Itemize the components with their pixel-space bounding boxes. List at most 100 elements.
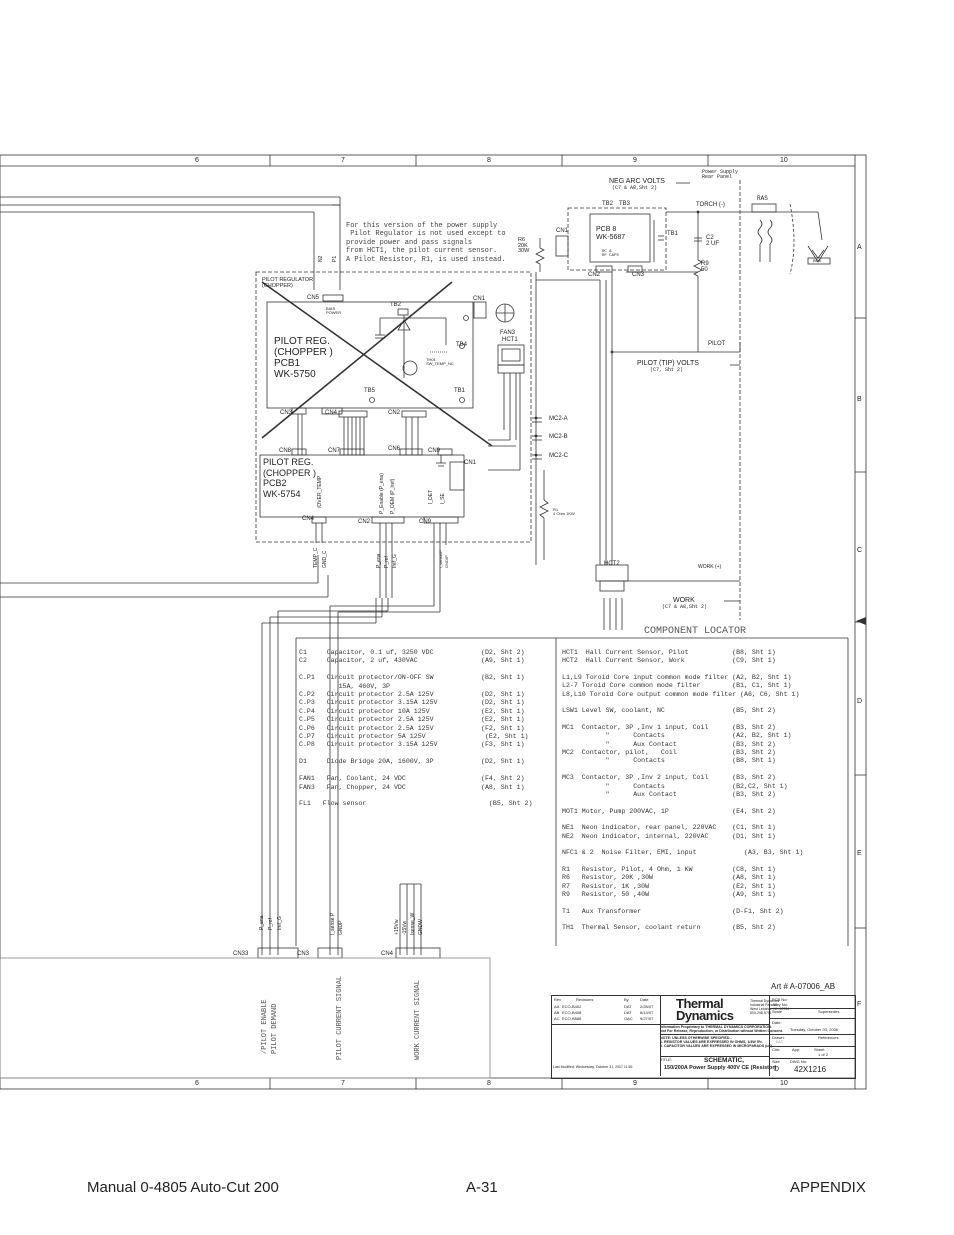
- p-ref-label-upper: P_ref: [384, 556, 390, 568]
- power-supply-rear-panel-label: Power Supply Rear Panel: [702, 169, 739, 180]
- supersedes-label: Supersedes: [818, 1009, 840, 1014]
- connector-cn5: CN5: [307, 295, 320, 301]
- connector-cn2: CN2: [388, 410, 401, 416]
- connector-cn1: CN1: [473, 296, 486, 302]
- work-current-signal-label: WORK CURRENT SIGNAL: [414, 980, 422, 1060]
- component-locator-right-column: HCT1 Hall Current Sensor, Pilot (B8, Sht…: [562, 649, 804, 932]
- size-label: Size: [772, 1059, 780, 1064]
- torch-label: TORCH (-): [696, 202, 725, 208]
- pilot-enable-signal-label: /PILOT ENABLE: [261, 999, 269, 1054]
- logo-line-2: Dynamics: [676, 1008, 734, 1023]
- mc2-c-label: MC2-C: [549, 453, 568, 459]
- assy-no-label: Assy No:: [772, 1002, 789, 1007]
- connector-cn1-pcb2: CN1: [464, 460, 477, 466]
- hct1-label: HCT1: [502, 337, 518, 343]
- r1-label: R1 4 Ohm 1KW: [553, 507, 575, 516]
- pcb-no-label: PCB No:: [772, 997, 788, 1002]
- sheet-value: 1 of 2: [818, 1052, 829, 1057]
- rev-aa-eco: ECO-B402: [562, 1004, 582, 1009]
- rev-ac-date: 9/27/07: [640, 1016, 654, 1021]
- by-header: By: [624, 997, 629, 1002]
- pilot-tip-volts-label: PILOT (TIP) VOLTS: [637, 360, 699, 367]
- pcb1-title: PILOT REG. (CHOPPER ) PCB1 WK-5750: [274, 336, 333, 380]
- page-number: A-31: [466, 1179, 498, 1196]
- pilot-current-signal-label: PILOT CURRENT SIGNAL: [336, 975, 344, 1060]
- terminal-tb3: TB3: [619, 201, 631, 207]
- r6-label: R6 20K 30W: [518, 237, 530, 254]
- rev-ac: AC: [554, 1016, 560, 1021]
- grid-letter-d: D: [857, 698, 863, 705]
- scale-label: Scale: [772, 1009, 783, 1014]
- connector-cn6: CN6: [388, 446, 401, 452]
- drawing-title-line-2: 150/200A Power Supply 400V CE (Resistor): [664, 1065, 777, 1071]
- connector-cn33: CN33: [233, 951, 249, 957]
- grid-number-6: 6: [195, 157, 199, 164]
- title-divider-2: [660, 1034, 769, 1035]
- ras-label: RAS: [757, 195, 768, 202]
- p1-label: P1: [332, 255, 338, 262]
- p-enable-label: P_Enable (P_ena): [379, 473, 385, 514]
- pcb2-title: PILOT REG. (CHOPPER ) PCB2 WK-5754: [263, 457, 317, 499]
- date-header: Date: [640, 997, 649, 1002]
- chk-label: Chk:: [772, 1047, 781, 1052]
- pilot-regulator-note: For this version of the power supply Pil…: [346, 222, 506, 264]
- grid-letter-a: A: [857, 244, 862, 251]
- thermal-switch-label: TH01 SW_TEMP_NC: [426, 357, 454, 366]
- revisions-header: Revisions: [576, 997, 594, 1002]
- connector-cn9-pcb2: CN9: [419, 519, 432, 525]
- rev-ab-eco: ECO-B408: [562, 1010, 582, 1015]
- iref-g-label-upper: Iref_G: [392, 554, 398, 568]
- i-det-label: I_DET: [428, 489, 434, 504]
- mc2-a-label: MC2-A: [549, 416, 568, 422]
- rev-ab-by: DAT: [624, 1010, 632, 1015]
- grid-number-10: 10: [780, 157, 788, 164]
- title-divider-7: [769, 1034, 855, 1035]
- sheet-label: Sheet: [814, 1047, 825, 1052]
- title-divider-3: [660, 1056, 769, 1057]
- grid-letter-f: F: [857, 1001, 862, 1008]
- terminal-tb5: TB5: [364, 388, 376, 394]
- p-ena-label-upper: P_ena: [376, 553, 382, 568]
- neg-arc-volts-label: NEG ARC VOLTS: [609, 178, 665, 185]
- pilot-regulator-label: PILOT REGULATOR (CHOPPER): [262, 277, 314, 289]
- work-plus-label: WORK (+): [698, 564, 722, 570]
- terminal-tb4: TB4: [456, 342, 468, 348]
- rev-aa-by: DAT: [624, 1004, 632, 1009]
- art-number: Art # A-07006_AB: [771, 982, 836, 991]
- rev-ac-eco: ECO-B586: [562, 1016, 582, 1021]
- logo-line-1: Thermal: [676, 996, 724, 1011]
- title-divider-9: [769, 1058, 855, 1059]
- rev-header: Rev: [554, 997, 562, 1002]
- rev-ab: AB: [554, 1010, 560, 1015]
- connector-cn8: CN8: [279, 448, 292, 454]
- drawing-notes: NOTE: UNLESS OTHERWISE SPECIFIED - 1. RE…: [660, 1036, 773, 1049]
- rev-aa-date: 2/28/07: [640, 1004, 654, 1009]
- gndw-label: GNDW: [418, 919, 424, 935]
- over-temp-label: /OVER_TEMP: [317, 475, 323, 508]
- neg-arc-ref: (C7 & A8,Sht 2): [612, 185, 658, 191]
- p-ena-label-lower: P_ena: [259, 915, 265, 930]
- connector-cn4-pcb2: CN4: [302, 516, 315, 522]
- title-divider-5: [769, 1008, 855, 1009]
- terminal-tb2-pcb8: TB2: [602, 201, 614, 207]
- fan3-label: FAN3: [500, 330, 516, 336]
- bias-power-label: BIAS POWER: [326, 306, 342, 315]
- plus-15v-label: +15Vw: [394, 919, 400, 935]
- date-label: Date:: [772, 1020, 782, 1025]
- title-divider-6: [769, 1018, 855, 1019]
- box-label: BOX: [813, 258, 822, 263]
- revision-table: Rev Revisions By Date AA ECO-B402 DAT 2/…: [552, 996, 661, 1025]
- title-divider-8: [769, 1046, 855, 1047]
- grid-number-7-bottom: 7: [341, 1080, 345, 1087]
- terminal-tb2: TB2: [390, 302, 402, 308]
- c2-label: C2 2 UF: [706, 235, 720, 247]
- company-address: Thermal Dynamics Industrial Park #2 West…: [750, 999, 790, 1015]
- grid-number-8-bottom: 8: [487, 1080, 491, 1087]
- proprietary-notice: Information Proprietary to THERMAL DYNAM…: [660, 1025, 783, 1034]
- grid-number-9-bottom: 9: [633, 1080, 637, 1087]
- grid-number-9: 9: [633, 157, 637, 164]
- pilot-tip-ref: (C7, Sht 2): [650, 367, 684, 373]
- last-modified: Last Modified: Wednesday, October 31, 20…: [553, 1065, 633, 1069]
- connector-cn2-pcb2: CN2: [358, 519, 371, 525]
